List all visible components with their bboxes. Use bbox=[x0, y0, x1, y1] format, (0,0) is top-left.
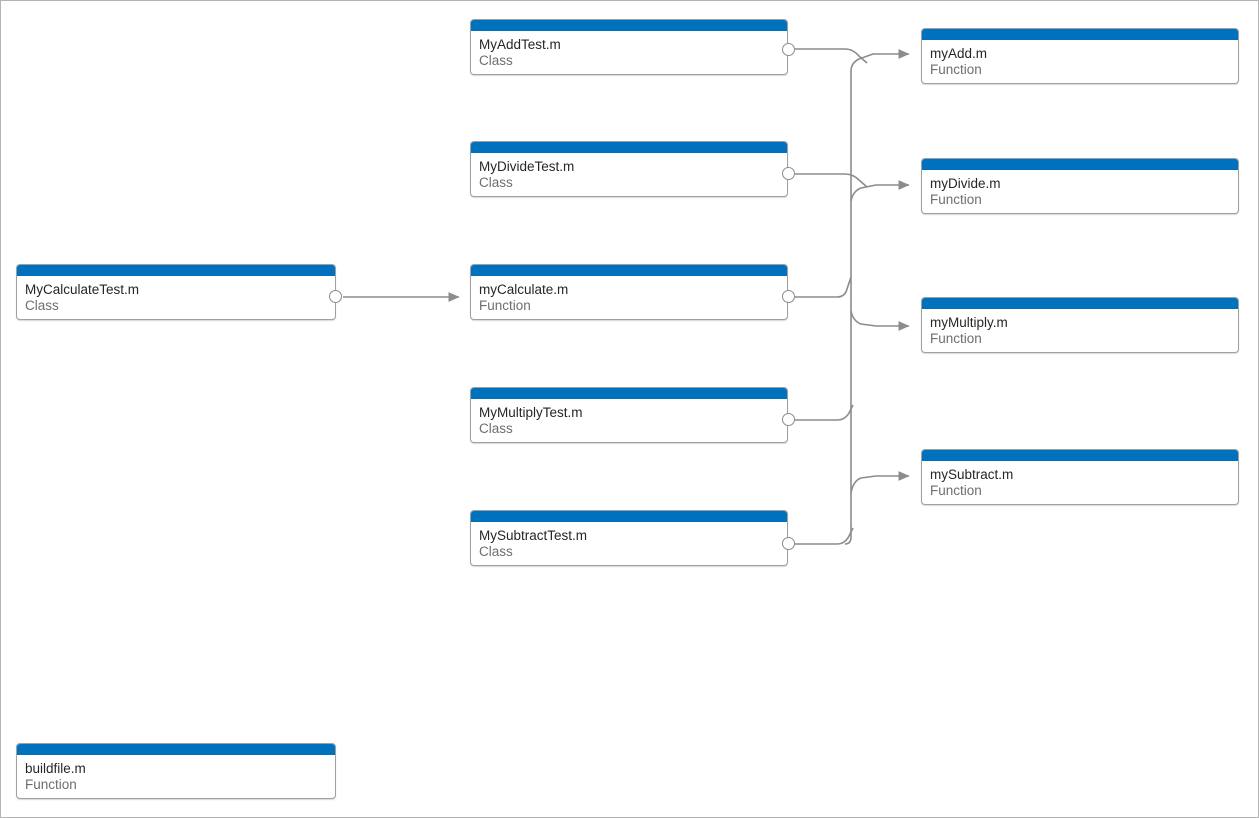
node-type: Class bbox=[479, 544, 513, 559]
node-mydivide[interactable]: myDivide.m Function bbox=[921, 158, 1239, 214]
node-type: Function bbox=[930, 62, 982, 77]
node-type: Function bbox=[930, 192, 982, 207]
node-body: MyAddTest.m Class bbox=[471, 32, 787, 74]
node-body: MyDivideTest.m Class bbox=[471, 154, 787, 196]
edge-mysubtracttest-to-mysubtract bbox=[795, 527, 854, 545]
node-body: myMultiply.m Function bbox=[922, 310, 1238, 352]
node-type: Class bbox=[479, 175, 513, 190]
edge-mydividetest-to-mydivide bbox=[795, 173, 868, 188]
node-mysubtract[interactable]: mySubtract.m Function bbox=[921, 449, 1239, 505]
node-title: MyAddTest.m bbox=[479, 37, 561, 52]
node-title: MyCalculateTest.m bbox=[25, 282, 140, 297]
node-title: MySubtractTest.m bbox=[479, 528, 588, 543]
node-mydividetest[interactable]: MyDivideTest.m Class bbox=[470, 141, 788, 197]
node-type: Class bbox=[479, 53, 513, 68]
node-header-bar bbox=[17, 744, 335, 756]
node-header-bar bbox=[17, 265, 335, 277]
node-body: myAdd.m Function bbox=[922, 41, 1238, 83]
edge-myaddtest-to-myadd bbox=[795, 48, 868, 64]
node-type: Function bbox=[479, 298, 531, 313]
node-title: MyDivideTest.m bbox=[479, 159, 575, 174]
node-body: MyMultiplyTest.m Class bbox=[471, 400, 787, 442]
node-type: Function bbox=[930, 331, 982, 346]
node-header-bar bbox=[471, 142, 787, 154]
node-mysubtracttest[interactable]: MySubtractTest.m Class bbox=[470, 510, 788, 566]
node-header-bar bbox=[922, 450, 1238, 462]
node-mycalculatetest[interactable]: MyCalculateTest.m Class bbox=[16, 264, 336, 320]
node-header-bar bbox=[471, 20, 787, 32]
node-myadd[interactable]: myAdd.m Function bbox=[921, 28, 1239, 84]
node-header-bar bbox=[471, 511, 787, 523]
node-body: MySubtractTest.m Class bbox=[471, 523, 787, 565]
node-title: buildfile.m bbox=[25, 761, 86, 776]
node-title: myCalculate.m bbox=[479, 282, 569, 297]
output-port-mycalculatetest[interactable] bbox=[329, 290, 342, 303]
node-title: myAdd.m bbox=[930, 46, 988, 61]
edge-mymultiplytest-to-mymultiply bbox=[795, 404, 854, 421]
node-header-bar bbox=[922, 159, 1238, 171]
node-title: myDivide.m bbox=[930, 176, 1001, 191]
node-header-bar bbox=[922, 298, 1238, 310]
output-port-mydividetest[interactable] bbox=[782, 167, 795, 180]
node-mymultiply[interactable]: myMultiply.m Function bbox=[921, 297, 1239, 353]
node-body: myCalculate.m Function bbox=[471, 277, 787, 319]
node-myaddtest[interactable]: MyAddTest.m Class bbox=[470, 19, 788, 75]
edge-mycalculate-trunk bbox=[795, 71, 852, 298]
output-port-mysubtracttest[interactable] bbox=[782, 537, 795, 550]
node-header-bar bbox=[471, 265, 787, 277]
node-body: mySubtract.m Function bbox=[922, 462, 1238, 504]
node-buildfile[interactable]: buildfile.m Function bbox=[16, 743, 336, 799]
node-type: Class bbox=[25, 298, 59, 313]
node-header-bar bbox=[922, 29, 1238, 41]
node-title: myMultiply.m bbox=[930, 315, 1008, 330]
node-mymultiplytest[interactable]: MyMultiplyTest.m Class bbox=[470, 387, 788, 443]
node-body: myDivide.m Function bbox=[922, 171, 1238, 213]
edge-mycalculate-to-mydivide bbox=[850, 180, 910, 202]
output-port-mycalculate[interactable] bbox=[782, 290, 795, 303]
node-title: mySubtract.m bbox=[930, 467, 1014, 482]
edge-mycalculate-to-myadd bbox=[850, 49, 910, 72]
node-type: Function bbox=[930, 483, 982, 498]
node-mycalculate[interactable]: myCalculate.m Function bbox=[470, 264, 788, 320]
node-body: MyCalculateTest.m Class bbox=[17, 277, 335, 319]
node-type: Function bbox=[25, 777, 77, 792]
node-body: buildfile.m Function bbox=[17, 756, 335, 798]
node-header-bar bbox=[471, 388, 787, 400]
edge-mycalculate-to-mymultiply bbox=[850, 310, 910, 331]
edge-mycalculate-to-mysubtract bbox=[850, 471, 910, 494]
node-type: Class bbox=[479, 421, 513, 436]
edge-mycalculate-trunk-down bbox=[844, 277, 852, 545]
output-port-myaddtest[interactable] bbox=[782, 43, 795, 56]
node-title: MyMultiplyTest.m bbox=[479, 405, 583, 420]
output-port-mymultiplytest[interactable] bbox=[782, 413, 795, 426]
